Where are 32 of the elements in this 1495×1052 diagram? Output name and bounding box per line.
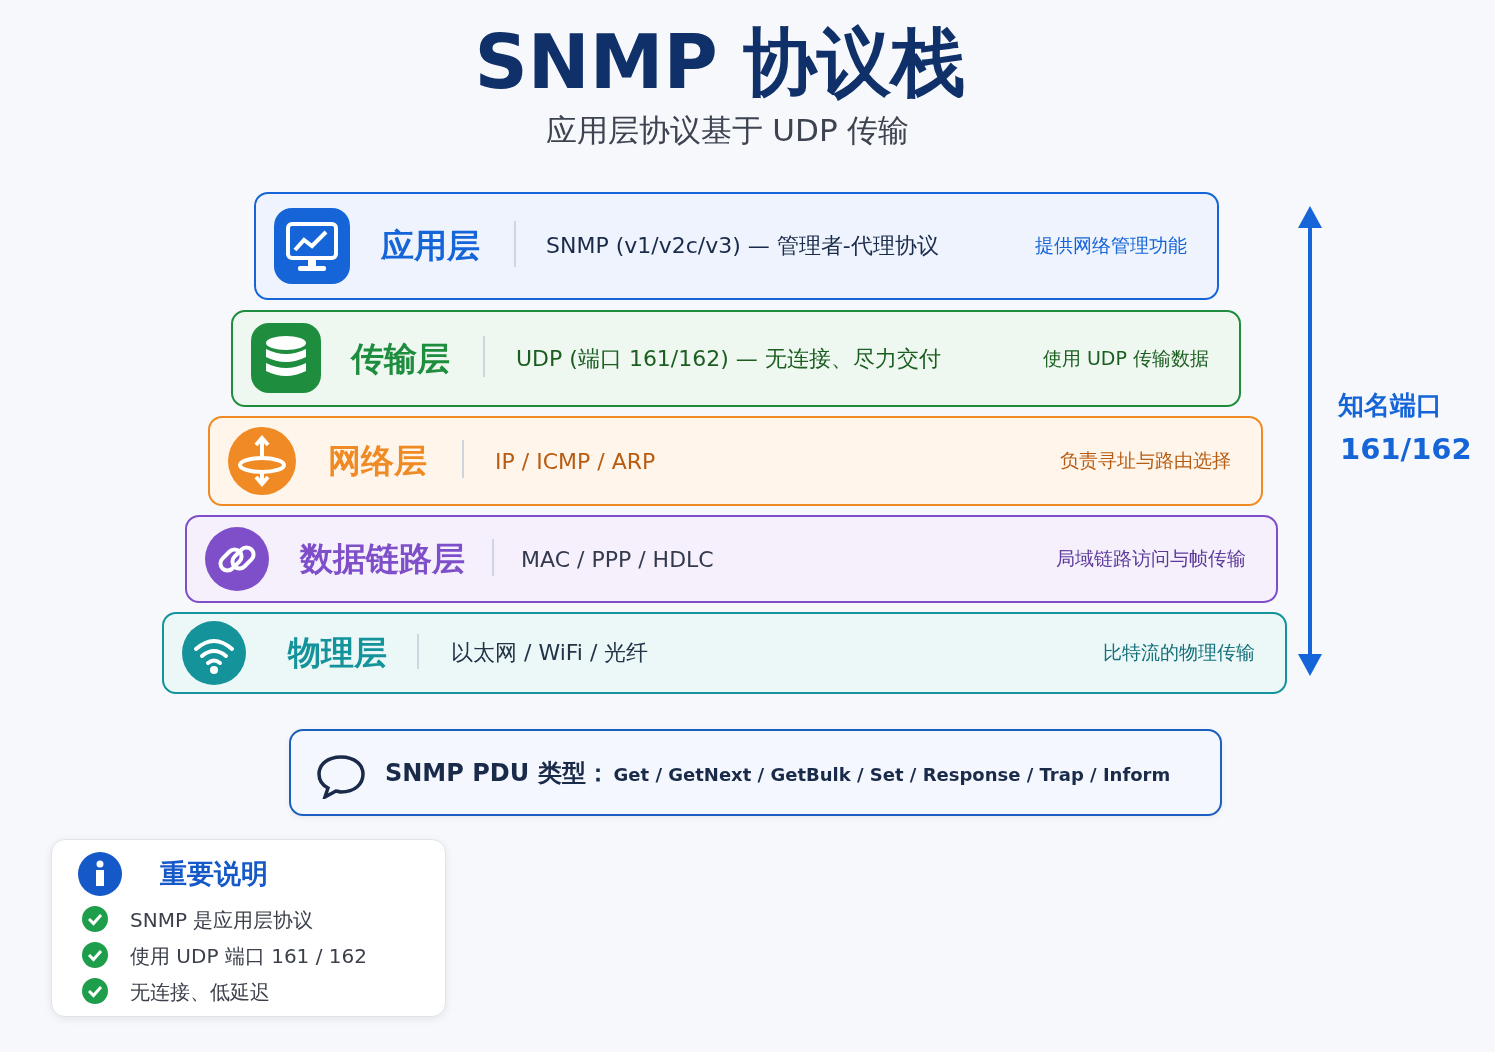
description-text: 提供网络管理功能 <box>1035 233 1187 258</box>
side-label: 知名端口 <box>1338 389 1442 422</box>
layer-box <box>185 515 1278 603</box>
subtitle: 应用层协议基于 UDP 传输 <box>544 111 911 150</box>
description-text: 比特流的物理传输 <box>1103 640 1255 665</box>
info-bar <box>289 729 1222 816</box>
protocol-text: IP / ICMP / ARP <box>495 448 656 474</box>
note-item: SNMP 是应用层协议 <box>130 907 314 934</box>
protocol-text: MAC / PPP / HDLC <box>521 546 714 572</box>
protocol-text: 以太网 / WiFi / 光纤 <box>451 639 649 667</box>
layer-name: 应用层 <box>381 224 480 267</box>
title: SNMP 协议栈 <box>473 18 967 107</box>
description-text: 局域链路访问与帧传输 <box>1056 546 1246 571</box>
layer-name: 数据链路层 <box>300 537 465 580</box>
layer-name: 传输层 <box>351 337 450 379</box>
pdu-heading: SNMP PDU 类型： <box>385 758 610 787</box>
layer-name: 网络层 <box>328 439 427 482</box>
description-text: 负责寻址与路由选择 <box>1060 448 1231 473</box>
note-item: 使用 UDP 端口 161 / 162 <box>130 943 367 970</box>
layer-box <box>208 416 1263 506</box>
note-item: 无连接、低延迟 <box>130 979 270 1006</box>
layer-box <box>162 612 1287 694</box>
layer-name: 物理层 <box>288 631 387 674</box>
side-label: 161/162 <box>1340 432 1472 466</box>
protocol-text: SNMP (v1/v2c/v3) — 管理者-代理协议 <box>546 232 939 260</box>
pdu-types: Get / GetNext / GetBulk / Set / Response / Trap / Inform <box>613 763 1171 785</box>
note-card <box>51 839 446 1017</box>
protocol-text: UDP (端口 161/162) — 无连接、尽力交付 <box>516 344 941 373</box>
note-heading: 重要说明 <box>160 857 268 891</box>
layer-box <box>231 310 1241 407</box>
layer-box <box>254 192 1219 300</box>
description-text: 使用 UDP 传输数据 <box>1042 345 1209 371</box>
